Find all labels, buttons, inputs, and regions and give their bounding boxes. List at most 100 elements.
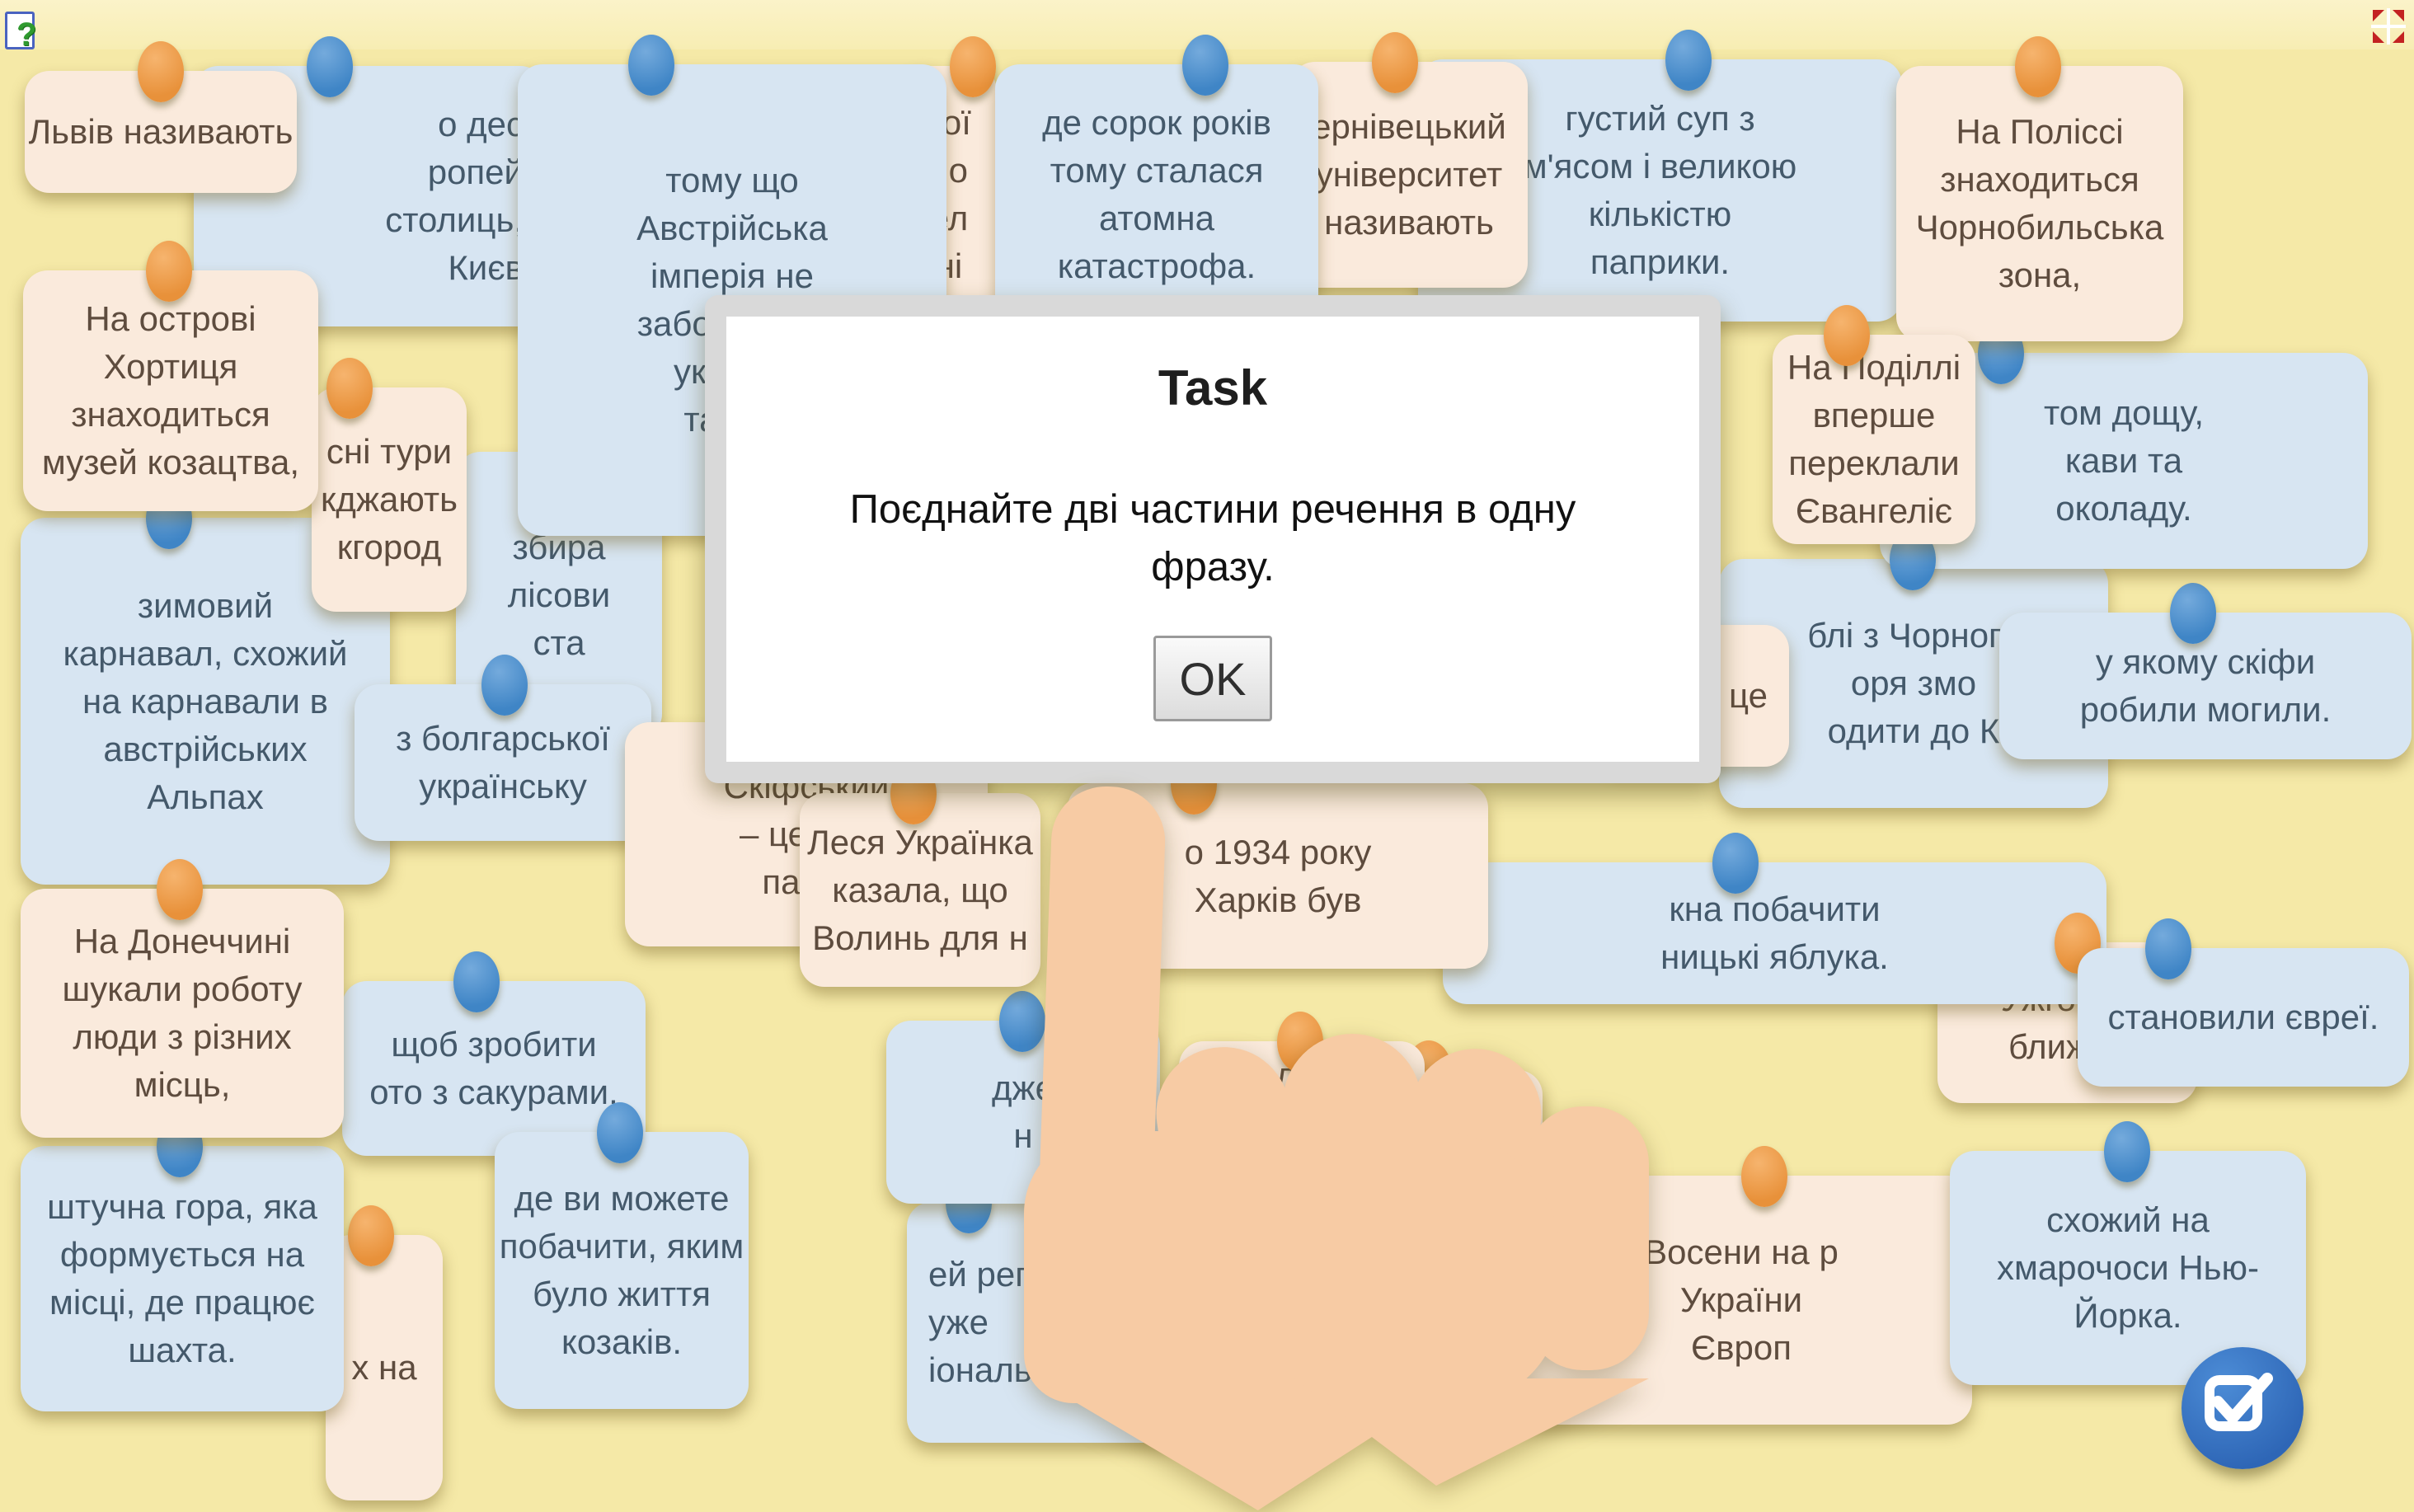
card-text-line: ернівецький bbox=[1312, 107, 1506, 146]
card-text-line: дже bbox=[992, 1068, 1054, 1107]
pin-dot-blue bbox=[1182, 35, 1228, 96]
card-text-line: столиць, bbox=[385, 200, 524, 239]
pin-dot-blue bbox=[597, 1102, 643, 1163]
card-text-line: Києв bbox=[448, 248, 524, 287]
card-text-line: о дес bbox=[438, 105, 524, 143]
card-text-line: Йорка. bbox=[2074, 1296, 2182, 1335]
card-text-line: робили могили. bbox=[2079, 690, 2332, 729]
task-dialog-inner: Task Поєднайте дві частини речення в одн… bbox=[726, 317, 1699, 762]
card-text-line: катастрофа. bbox=[1057, 247, 1256, 285]
card-text-line: у якому скіфи bbox=[2095, 642, 2316, 681]
card-text-line: люди з різних bbox=[73, 1017, 292, 1056]
pin-dot-blue bbox=[1665, 30, 1712, 91]
card-text-line: краще bbox=[1420, 1148, 1521, 1186]
card-text-line: України bbox=[1679, 1280, 1803, 1319]
pin-dot-blue bbox=[307, 36, 353, 97]
card-text-line: блі з Чорного bbox=[1807, 616, 2020, 655]
card-text-line: ницькі яблука. bbox=[1660, 937, 1889, 976]
card-shchob-zrobyty[interactable]: щоб зробити ото з сакурами. bbox=[342, 981, 646, 1156]
card-text-line: Альпах bbox=[147, 777, 264, 816]
card-text-line: м'ясом і великою bbox=[1523, 147, 1797, 185]
question-mark-glyph: ? bbox=[16, 16, 37, 53]
card-text-line: знаходиться bbox=[1940, 160, 2139, 199]
check-square-glyph bbox=[2205, 1375, 2262, 1431]
pin-dot-blue bbox=[453, 951, 500, 1012]
card-text-line: переклали bbox=[1788, 444, 1960, 482]
card-chernivtsi[interactable]: ернівецький університет називають bbox=[1290, 62, 1528, 288]
dialog-ok-button[interactable]: OK bbox=[1153, 636, 1272, 721]
card-text-line: кна побачити bbox=[1669, 890, 1881, 928]
help-icon[interactable]: ? bbox=[5, 12, 41, 53]
card-text-line: кгород bbox=[336, 528, 442, 566]
card-text-line: кількістю bbox=[1588, 195, 1732, 233]
card-text-line: місць, bbox=[134, 1065, 231, 1104]
card-text-line: лісови bbox=[507, 575, 611, 614]
card-text-line: Львів називають bbox=[28, 112, 294, 151]
card-text-line: карнавал, схожий bbox=[63, 633, 348, 673]
check-answers-button[interactable] bbox=[2182, 1347, 2304, 1469]
card-text-line: На Донеччині bbox=[73, 922, 291, 960]
card-text-line: На Поліссі bbox=[1956, 112, 2124, 151]
pin-dot-orange bbox=[2015, 36, 2061, 97]
card-text-line: кджають bbox=[320, 480, 458, 519]
card-text-line: на карнавали в bbox=[82, 681, 328, 721]
pin-dot-blue bbox=[2145, 918, 2191, 979]
card-text-line: вперше bbox=[1812, 396, 1936, 434]
card-text-line: кави та bbox=[2064, 441, 2183, 480]
card-text-line: імперія не bbox=[650, 256, 814, 295]
card-mozhna-pobachyty[interactable]: кна побачити ницькі яблука. bbox=[1443, 862, 2106, 1004]
card-text-line: формується на bbox=[59, 1235, 305, 1274]
card-text-line: х на bbox=[351, 1348, 417, 1387]
card-stanovyly-yevrei[interactable]: становили євреї. bbox=[2078, 948, 2409, 1087]
card-text-line: шахта. bbox=[128, 1331, 237, 1369]
card-text-line: українськ bbox=[1370, 1243, 1521, 1282]
help-page-glyph bbox=[5, 12, 35, 49]
card-text-line: тому що bbox=[665, 161, 799, 200]
card-lviv[interactable]: Львів називають bbox=[25, 71, 297, 193]
card-donechchyna[interactable]: На Донеччині шукали роботу люди з різних мі… bbox=[21, 889, 344, 1138]
card-text-line: На Поділлі bbox=[1787, 348, 1961, 387]
card-text-line: щоб зробити bbox=[391, 1025, 597, 1064]
card-text-line: ото з сакурами. bbox=[369, 1073, 618, 1111]
card-khna-fragment[interactable]: х на bbox=[326, 1235, 443, 1500]
card-text-line: українську bbox=[419, 767, 587, 805]
pin-dot-orange bbox=[1372, 32, 1418, 93]
card-text-line: університет bbox=[1315, 155, 1503, 194]
card-text-line: знаходиться bbox=[71, 395, 270, 434]
pin-dot-orange bbox=[1277, 1012, 1323, 1073]
card-text-line: ропей bbox=[427, 153, 524, 191]
task-dialog: Task Поєднайте дві частини речення в одн… bbox=[705, 295, 1721, 783]
card-text-line: зона, bbox=[1998, 256, 2082, 294]
card-text-line: о 1934 року bbox=[1184, 832, 1372, 871]
card-text-line: де сорок років bbox=[1042, 103, 1271, 142]
card-text-line: ей рег bbox=[928, 1255, 1028, 1294]
card-text-line: зимовий bbox=[137, 585, 274, 625]
pin-dot-blue bbox=[481, 655, 528, 716]
card-text-line: штучна гора, яка bbox=[47, 1187, 317, 1226]
card-text-line: побачити, яким bbox=[499, 1227, 744, 1265]
card-text-line: козаків. bbox=[561, 1322, 683, 1361]
pin-dot-orange bbox=[950, 36, 996, 97]
card-text-line: шукали роботу bbox=[62, 970, 303, 1008]
card-text-line: кпром bbox=[1253, 1151, 1350, 1190]
fullscreen-icon[interactable] bbox=[2371, 8, 2406, 45]
card-text-line: називають bbox=[1324, 203, 1494, 242]
pin-dot-blue bbox=[2104, 1121, 2150, 1182]
card-text-line: ста bbox=[533, 623, 585, 662]
card-text-line: Харків був bbox=[1194, 880, 1362, 919]
card-text-line: австрійських bbox=[103, 729, 308, 768]
dialog-title: Task bbox=[1158, 360, 1268, 416]
